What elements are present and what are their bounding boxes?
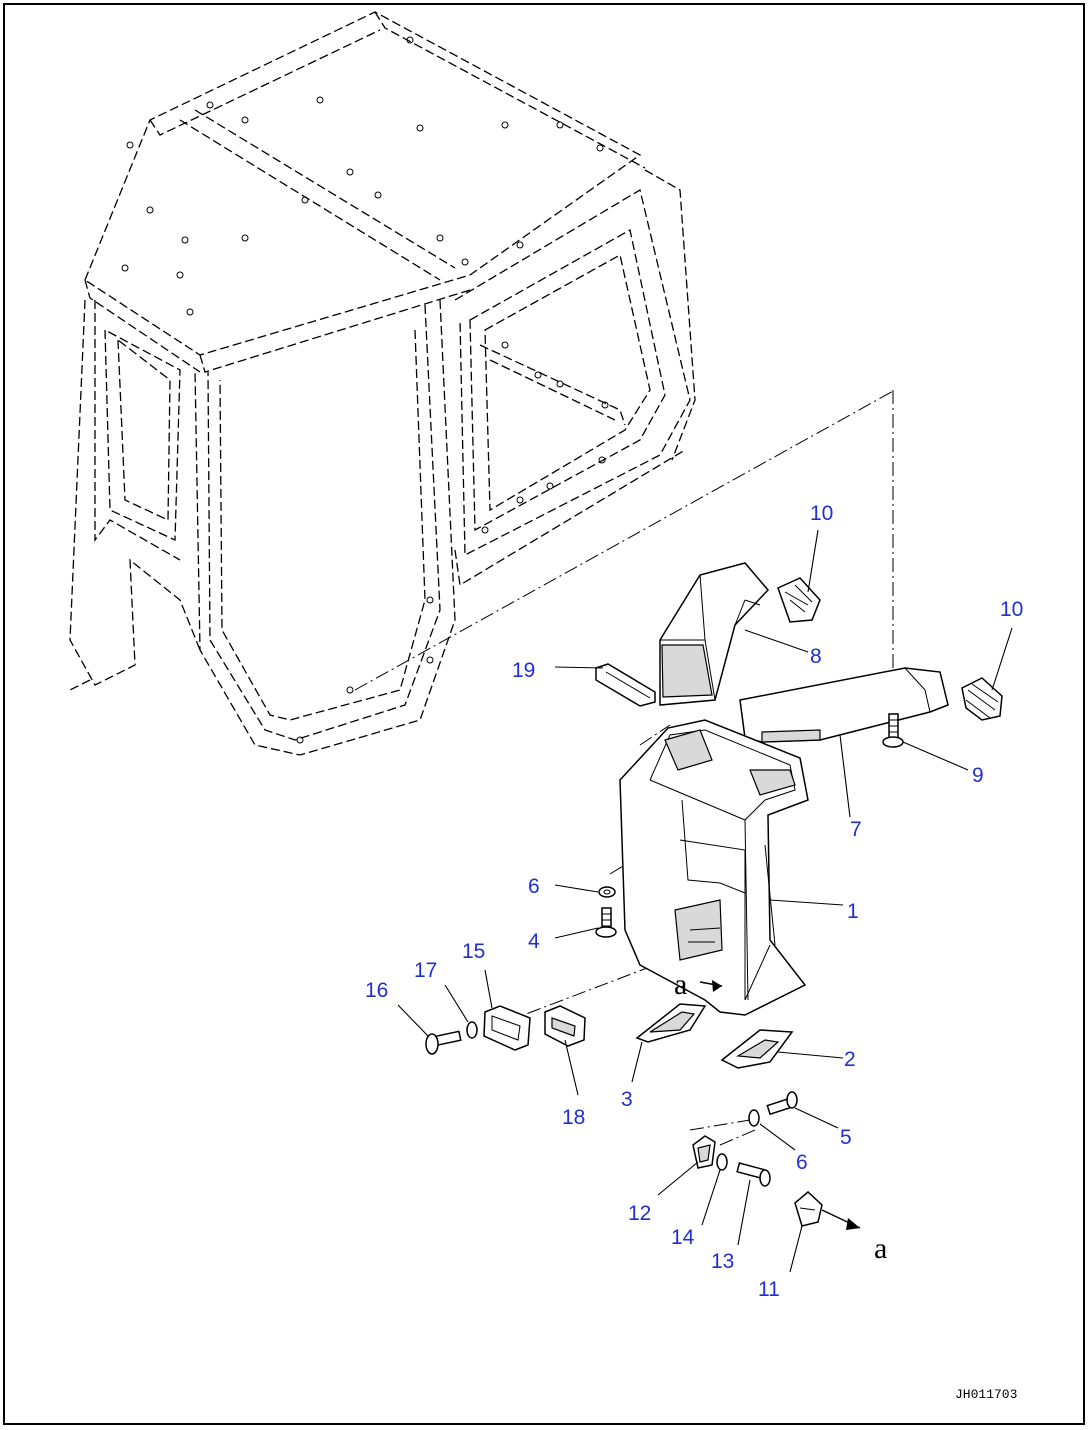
callout-18: 18 (562, 1106, 585, 1129)
callout-10-right: 10 (1000, 598, 1023, 621)
part-4-bolt (595, 907, 617, 938)
callout-1: 1 (847, 900, 859, 923)
callout-2: 2 (844, 1048, 856, 1071)
part-6-washer-lower (748, 1109, 760, 1127)
callout-14: 14 (671, 1226, 695, 1249)
part-3-pad (635, 1003, 707, 1043)
part-2-pad (720, 1029, 794, 1069)
part-13-bolt (736, 1162, 771, 1187)
part-19-bracket (595, 663, 656, 707)
callout-6-upper: 6 (528, 875, 540, 898)
figure-code: JH011703 (955, 1387, 1017, 1402)
part-7-duct (739, 667, 949, 743)
part-5-bolt (766, 1091, 798, 1116)
callout-3: 3 (621, 1088, 633, 1111)
reference-arrow-upper (699, 980, 723, 992)
reference-letter-a-upper: a (674, 968, 687, 1001)
part-1-cover (619, 719, 809, 1016)
callout-17: 17 (414, 959, 437, 982)
cab-frame (69, 11, 696, 756)
part-10-right-nozzle (961, 677, 1003, 721)
part-11-clip (794, 1190, 823, 1227)
callout-19: 19 (512, 659, 535, 682)
callout-6-lower: 6 (796, 1151, 808, 1174)
callout-12: 12 (628, 1202, 651, 1225)
callout-5: 5 (840, 1126, 852, 1149)
callout-10-upper: 10 (810, 502, 833, 525)
part-9-screw (882, 713, 904, 748)
callout-4: 4 (528, 930, 540, 953)
callout-7: 7 (850, 818, 862, 841)
reference-arrow-lower (821, 1209, 861, 1230)
drawing-frame (3, 3, 1085, 1425)
callout-labels: 10 10 8 19 7 9 6 4 1 16 17 15 18 3 2 5 6… (365, 502, 1023, 1301)
callout-11: 11 (758, 1278, 780, 1301)
callout-8: 8 (810, 645, 822, 668)
callout-15: 15 (462, 940, 485, 963)
part-15-frame (483, 1005, 531, 1051)
part-6-washer-upper (598, 886, 616, 898)
part-8-duct (659, 562, 770, 706)
part-17-washer (466, 1021, 478, 1039)
part-16-bolt (425, 1030, 462, 1055)
leader-lines (397, 529, 1013, 1273)
callout-16: 16 (365, 979, 388, 1002)
part-14-washer (716, 1153, 728, 1171)
reference-letter-a-lower: a (874, 1232, 887, 1265)
callout-13: 13 (711, 1250, 734, 1273)
callout-9: 9 (972, 764, 984, 787)
part-12-clip (692, 1135, 716, 1169)
part-10-upper-nozzle (777, 577, 821, 623)
part-18-grille (544, 1005, 586, 1047)
